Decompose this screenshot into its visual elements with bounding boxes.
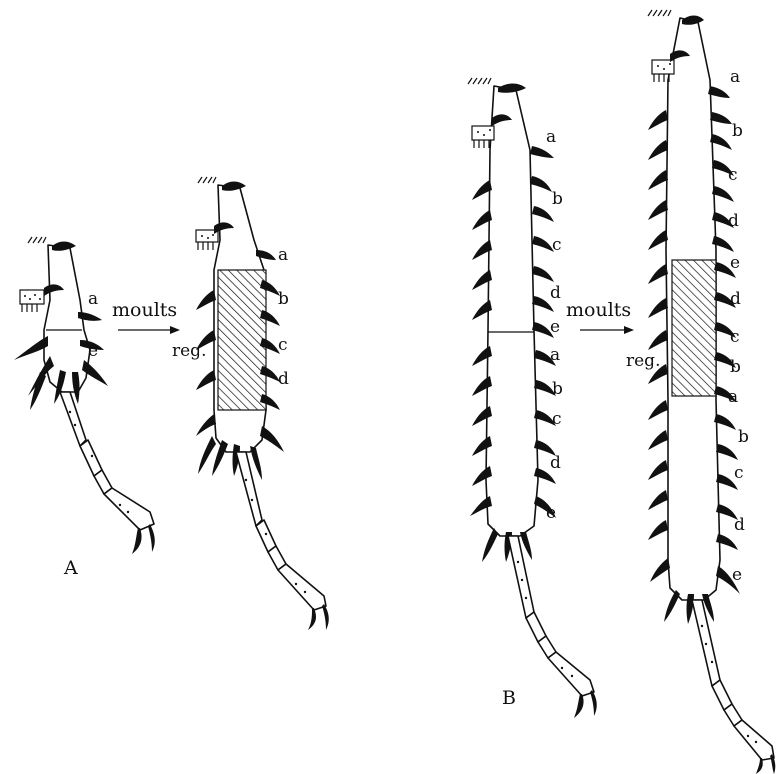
panel-a-before-spine-label: a bbox=[88, 289, 98, 309]
panel-a-regen-label: reg. bbox=[172, 341, 206, 361]
panel-b-before-spine-label: b bbox=[552, 189, 563, 209]
panel-b-label: B bbox=[502, 687, 516, 709]
panel-a-label: A bbox=[63, 557, 78, 579]
panel-a-before-spine-label: e bbox=[88, 341, 98, 361]
panel-b-after-spine-label: d bbox=[728, 211, 739, 231]
panel-a-after-spine-label: d bbox=[278, 369, 289, 389]
panel-b-before-spine-label: d bbox=[550, 283, 561, 303]
panel-b-before-spine-label: c bbox=[552, 409, 562, 429]
panel-b-before-spine-label: d bbox=[550, 453, 561, 473]
panel-b-after-spine-label: c bbox=[730, 327, 740, 347]
panel-b-before-spine-label: e bbox=[550, 317, 560, 337]
panel-b-after-spine-label: b bbox=[738, 427, 749, 447]
panel-b-after-spine-label: e bbox=[732, 565, 742, 585]
panel-b-after-spine-label: a bbox=[728, 387, 738, 407]
panel-a-after-spine-label: b bbox=[278, 289, 289, 309]
panel-b-arrow bbox=[580, 326, 634, 334]
panel-b-before-spine-label: b bbox=[552, 379, 563, 399]
panel-b-after-spine-label: e bbox=[730, 253, 740, 273]
panel-b-before-spine-label: e bbox=[546, 503, 556, 523]
panel-b-before-spine-label: a bbox=[550, 345, 560, 365]
panel-a-after-spine-label: c bbox=[278, 335, 288, 355]
panel-b-after-spine-label: d bbox=[734, 515, 745, 535]
panel-b-before-spine-label: c bbox=[552, 235, 562, 255]
panel-a-before-leg bbox=[14, 237, 155, 554]
panel-b-before-leg bbox=[468, 78, 597, 718]
panel-b-after-spine-label: b bbox=[730, 357, 741, 377]
panel-a-arrow-label: moults bbox=[112, 299, 177, 321]
panel-b-after-spine-label: d bbox=[730, 289, 741, 309]
panel-b-after-spine-label: c bbox=[728, 165, 738, 185]
panel-b-after-spine-label: b bbox=[732, 121, 743, 141]
panel-b-after-spine-label: c bbox=[734, 463, 744, 483]
panel-b-arrow-label: moults bbox=[566, 299, 631, 321]
panel-a-after-spine-label: a bbox=[278, 245, 288, 265]
panel-b-before-spine-label: a bbox=[546, 127, 556, 147]
panel-b-after-leg bbox=[648, 10, 775, 774]
panel-b-regen-label: reg. bbox=[626, 351, 660, 371]
panel-b-after-spine-label: a bbox=[730, 67, 740, 87]
panel-a-after-leg bbox=[196, 177, 329, 630]
panel-a-arrow bbox=[118, 326, 180, 334]
